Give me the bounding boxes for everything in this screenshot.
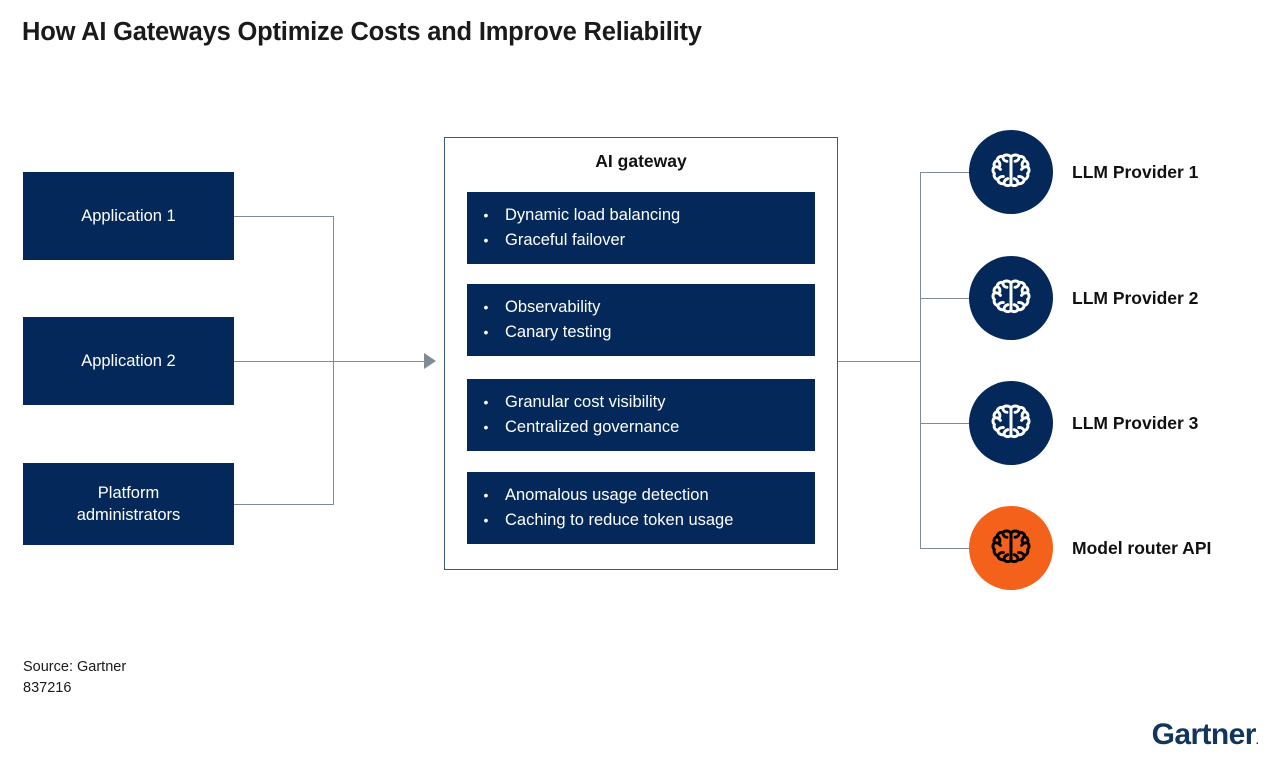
connector-llm-provider-2 [920, 298, 970, 299]
document-id: 837216 [23, 679, 72, 696]
connector-left-to-gateway [333, 361, 428, 362]
gartner-logo-text: Gartner [1151, 718, 1257, 751]
connector-right-spine [920, 172, 921, 549]
provider-row-llm-provider-2: LLM Provider 2 [969, 256, 1269, 340]
bullet-icon: • [483, 419, 489, 435]
feature-text: Observability [505, 297, 601, 316]
provider-circle [969, 381, 1053, 465]
feature-bullet-line: • Observability [467, 295, 815, 320]
gateway-feature-box: • Dynamic load balancing • Graceful fail… [467, 192, 815, 264]
connector-platform-administrators [234, 504, 334, 505]
bullet-icon: • [483, 298, 489, 315]
feature-bullet-line: • Anomalous usage detection [467, 483, 815, 508]
bullet-icon: • [483, 393, 489, 410]
source-label: Source: Gartner [23, 659, 127, 675]
provider-label: LLM Provider 2 [1072, 287, 1199, 308]
provider-row-llm-provider-3: LLM Provider 3 [969, 381, 1269, 465]
connector-gateway-to-right [838, 361, 920, 362]
gateway-feature-box: • Observability • Canary testing [467, 284, 815, 356]
connector-llm-provider-1 [920, 172, 970, 173]
bullet-icon: • [483, 486, 489, 503]
feature-bullet-line: • Graceful failover [467, 228, 815, 253]
connector-model-router-api [920, 548, 970, 549]
feature-bullet-line: • Centralized governance [467, 415, 815, 440]
feature-text: Graceful failover [505, 231, 626, 249]
brain-icon [991, 279, 1031, 314]
bullet-icon: • [483, 324, 489, 340]
feature-text: Canary testing [505, 323, 612, 341]
connector-left-spine [333, 216, 334, 505]
brain-icon [991, 404, 1031, 439]
feature-text: Dynamic load balancing [505, 205, 681, 224]
page-title: How AI Gateways Optimize Costs and Impro… [22, 18, 702, 46]
provider-label: LLM Provider 3 [1072, 412, 1199, 433]
feature-text: Centralized governance [505, 418, 680, 436]
feature-bullet-line: • Caching to reduce token usage [467, 508, 815, 533]
actor-label: Platform administrators [76, 483, 181, 524]
gartner-logo: Gartner. [1151, 718, 1259, 752]
feature-text: Granular cost visibility [505, 392, 666, 411]
connector-application-1 [234, 216, 334, 217]
provider-row-model-router-api: Model router API [969, 506, 1269, 590]
actor-label: Application 2 [81, 351, 176, 370]
feature-text: Anomalous usage detection [505, 485, 709, 504]
feature-bullet-line: • Granular cost visibility [467, 390, 815, 415]
bullet-icon: • [483, 206, 489, 223]
feature-bullet-line: • Canary testing [467, 320, 815, 345]
feature-bullet-line: • Dynamic load balancing [467, 203, 815, 228]
arrow-head-icon [424, 353, 436, 369]
actor-box-application-2: Application 2 [23, 317, 234, 405]
feature-text: Caching to reduce token usage [505, 511, 734, 529]
actor-box-application-1: Application 1 [23, 172, 234, 260]
provider-label: LLM Provider 1 [1072, 161, 1199, 182]
provider-row-llm-provider-1: LLM Provider 1 [969, 130, 1269, 214]
gateway-feature-box: • Anomalous usage detection • Caching to… [467, 472, 815, 544]
connector-llm-provider-3 [920, 423, 970, 424]
gateway-feature-box: • Granular cost visibility • Centralized… [467, 379, 815, 451]
bullet-icon: • [483, 232, 489, 248]
source-note: Source: Gartner 837216 [23, 657, 126, 698]
provider-label: Model router API [1072, 537, 1212, 558]
provider-circle [969, 256, 1053, 340]
actor-label: Application 1 [81, 206, 176, 225]
brain-icon [991, 153, 1031, 188]
registered-mark-icon: . [1255, 736, 1259, 747]
ai-gateway-title: AI gateway [595, 151, 687, 171]
provider-circle [969, 130, 1053, 214]
connector-application-2 [234, 361, 334, 362]
brain-icon [991, 529, 1031, 564]
bullet-icon: • [483, 512, 489, 528]
actor-box-platform-administrators: Platform administrators [23, 463, 234, 545]
provider-circle [969, 506, 1053, 590]
